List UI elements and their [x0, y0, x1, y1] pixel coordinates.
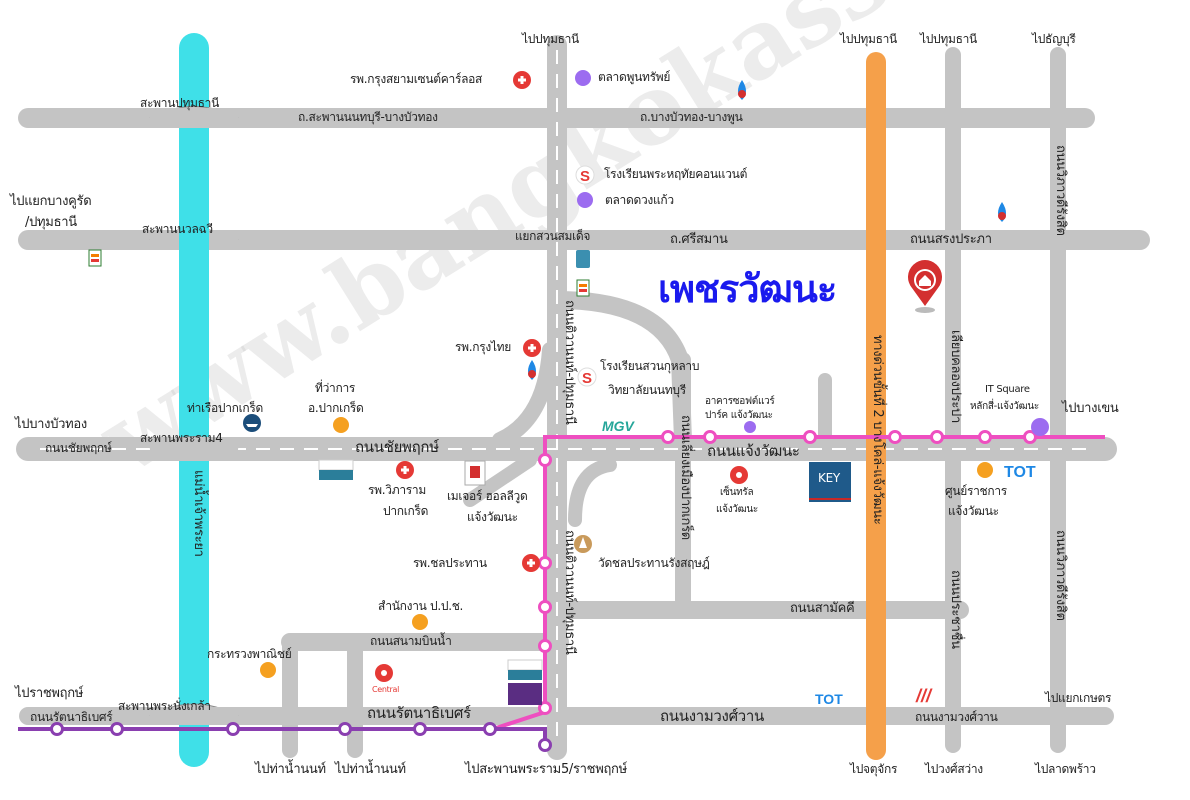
poi-label: โรงเรียนพระหฤทัยคอนแวนต์ [604, 167, 748, 181]
direction-label: ไปจตุจักร [850, 762, 898, 776]
bridge-label: สะพานพระราม4 [140, 431, 223, 445]
poi-label: กระทรวงพาณิชย์ [207, 647, 292, 661]
area-title: เพชรวัฒนะ [658, 267, 837, 311]
road-label: ถนนงามวงศ์วาน [660, 707, 764, 725]
school-icon: S S [575, 165, 597, 387]
direction-label: ไปราชพฤกษ์ [15, 686, 84, 701]
poi-label: ที่ว่าการ [315, 381, 356, 395]
poi-label: เซ็นทรัล [720, 487, 754, 498]
poi-label: อ.ปากเกร็ด [308, 401, 364, 415]
road-label: ถนนวิภาวดีรังสิต [1053, 530, 1068, 621]
direction-label: ไปวงศ์สว่าง [925, 762, 983, 776]
road-label: ถนนชัยพฤกษ์ [355, 438, 439, 456]
poi-label: เมเจอร์ ฮอลลีวูด [447, 489, 528, 503]
poi-label: ปาร์ค แจ้งวัฒนะ [705, 410, 773, 421]
government-icon [260, 417, 993, 678]
bridge-label: สะพานปทุมธานี [140, 96, 220, 110]
poi-label: ศูนย์ราชการ [945, 484, 1007, 498]
road-label: เลียบคลองประปา [948, 330, 963, 423]
direction-label: ไปปทุมธานี [920, 32, 977, 46]
poi-label: แจ้งวัฒนะ [948, 504, 999, 518]
direction-label: ไปธัญบุรี [1032, 32, 1076, 46]
road-label: แยกสวนสมเด็จ [515, 229, 591, 243]
poi-label: ตลาดพูนทรัพย์ [598, 70, 671, 84]
road-label: ถนนเลี่ยงเมืองปากเกร็ด [678, 415, 693, 540]
road-label: ถนนวิภาวดีรังสิต [1053, 145, 1068, 236]
mall-logo: /// [915, 686, 933, 706]
direction-label: ไปท่าน้ำนนท์ [255, 762, 326, 777]
key-logo [809, 462, 851, 502]
market-icon [575, 70, 1049, 436]
seven-eleven-icon [88, 249, 590, 297]
tot-logo: TOT [1004, 464, 1036, 481]
road-label: ถนนติวานนท์-ปทุมธานี [562, 530, 577, 655]
poi-label: แจ้งวัฒนะ [467, 510, 518, 524]
central-logo-text: Central [372, 685, 400, 694]
bridge-label: สะพานนวลฉวี [142, 222, 213, 236]
road-label: ถนนสนามบินน้ำ [370, 634, 452, 648]
svg-text:S: S [582, 370, 592, 387]
poi-label: รพ.ชลประทาน [413, 556, 487, 570]
poi-label: สำนักงาน ป.ป.ช. [378, 599, 464, 613]
road-label: ถนนรัตนาธิเบศร์ [367, 704, 471, 722]
direction-label: ไปท่าน้ำนนท์ [335, 762, 406, 777]
poi-label: รพ.กรุงไทย [455, 340, 512, 354]
road-label: ถ.ศรีสมาน [670, 232, 728, 247]
purple-line [18, 722, 552, 752]
road-label: ถนนติวานนท์-ปทุมธานี [562, 300, 577, 425]
direction-label: ไปแยกบางคูรัด [10, 194, 92, 209]
poi-label: โรงเรียนสวนกุหลาบ [600, 359, 700, 373]
road-label: ถนนชัยพฤกษ์ [45, 441, 112, 455]
key-logo-text: KEY [818, 471, 840, 485]
road-label: ถนนสามัคคี [790, 601, 855, 616]
road-label: ถนนงามวงศ์วาน [915, 710, 998, 724]
direction-label: ไปปทุมธานี [522, 32, 579, 46]
poi-label: วัดชลประทานรังสฤษฎ์ [598, 556, 710, 570]
poi-label: IT Square [985, 384, 1030, 395]
direction-label: ไปบางบัวทอง [15, 417, 87, 432]
poi-label: หลักสี่-แจ้งวัฒนะ [970, 401, 1039, 412]
tesco-lotus-logo [318, 459, 543, 680]
river-label: แม่น้ำเจ้าพระยา [191, 470, 206, 557]
poi-label: ปากเกร็ด [383, 504, 429, 518]
road-label: ถนนแจ้งวัฒนะ [707, 442, 800, 460]
poi-label: ท่าเรือปากเกร็ด [187, 401, 264, 415]
road-label: ถนนสรงประภา [910, 232, 992, 247]
poi-label: อาคารซอฟต์แวร์ [705, 396, 775, 407]
road-label: ถ.บางบัวทอง-บางพูน [640, 110, 743, 124]
poi-label: รพ.วิภาราม [368, 483, 426, 497]
hospital-icon [396, 71, 541, 572]
direction-label: ไปลาดพร้าว [1035, 762, 1096, 776]
bridge-label: สะพานพระนั่งเกล้า [118, 699, 211, 713]
poi-label: รพ.กรุงสยามเซนต์คาร์ลอส [350, 72, 483, 86]
direction-label: ไปปทุมธานี [840, 32, 897, 46]
poi-label: แจ้งวัฒนะ [716, 504, 758, 515]
mgv-logo: MGV [602, 418, 636, 434]
road-label: ถ.สะพานนนทบุรี-บางบัวทอง [298, 110, 438, 124]
poi-label: วิทยาลัยนนทบุรี [608, 383, 686, 397]
boat-icon [243, 414, 261, 432]
tot-logo: TOT [815, 691, 843, 707]
property-pin-icon [908, 260, 943, 313]
svg-text:S: S [580, 168, 590, 185]
ptt-icon [528, 80, 1006, 380]
bank-icon [576, 250, 590, 268]
road-label: ถนนประชาชื่น [948, 570, 963, 649]
poi-label: ตลาดดวงแก้ว [605, 193, 674, 207]
direction-label: ไปบางเขน [1062, 401, 1119, 416]
road-label: ถนนรัตนาธิเบศร์ [30, 710, 113, 724]
esplanade-logo [508, 683, 542, 705]
direction-label: ไปแยกเกษตร [1045, 691, 1112, 705]
temple-icon [574, 535, 592, 553]
direction-label: ไปสะพานพระราม5/ราชพฤกษ์ [465, 762, 627, 777]
road-label: ทางด่วนขั้นที่ 2 บางโคล่-แจ้งวัฒนะ [870, 335, 885, 525]
pink-line [489, 430, 1105, 732]
direction-label: /ปทุมธานี [25, 215, 77, 230]
